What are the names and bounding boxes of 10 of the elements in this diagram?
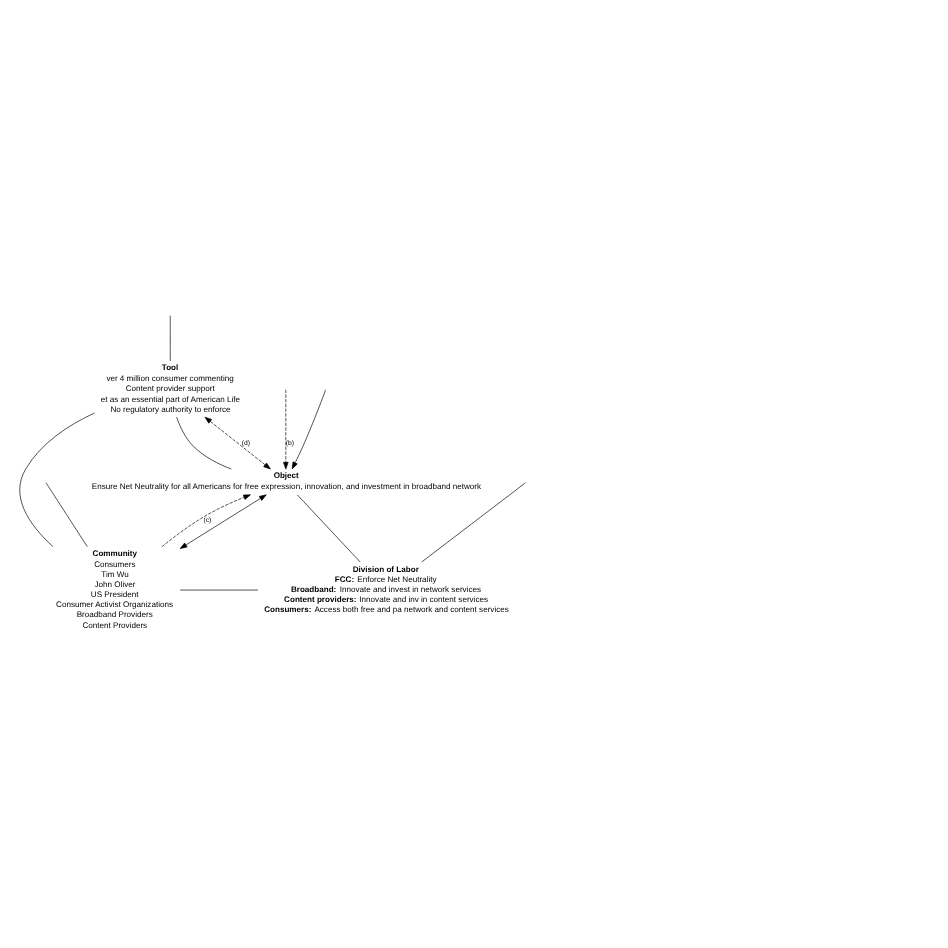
arrow bbox=[179, 494, 267, 549]
connector bbox=[421, 482, 526, 563]
arrow bbox=[283, 389, 289, 470]
connector bbox=[19, 412, 95, 547]
connector bbox=[296, 494, 361, 563]
arrow bbox=[161, 494, 251, 548]
arrow bbox=[291, 389, 326, 470]
connector bbox=[45, 482, 88, 548]
arrow bbox=[204, 416, 271, 470]
connector bbox=[176, 416, 232, 470]
